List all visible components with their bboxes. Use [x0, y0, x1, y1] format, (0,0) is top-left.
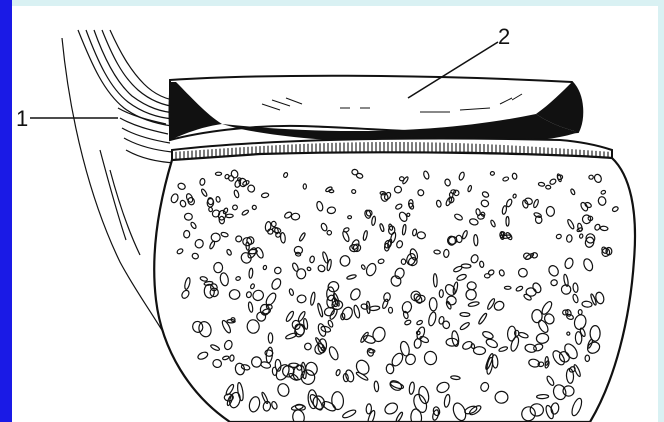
callout-1: 1 [16, 106, 118, 131]
label-1: 1 [16, 106, 28, 131]
spongy-bone [154, 152, 635, 422]
articular-disc [169, 76, 583, 145]
label-2: 2 [498, 24, 510, 49]
